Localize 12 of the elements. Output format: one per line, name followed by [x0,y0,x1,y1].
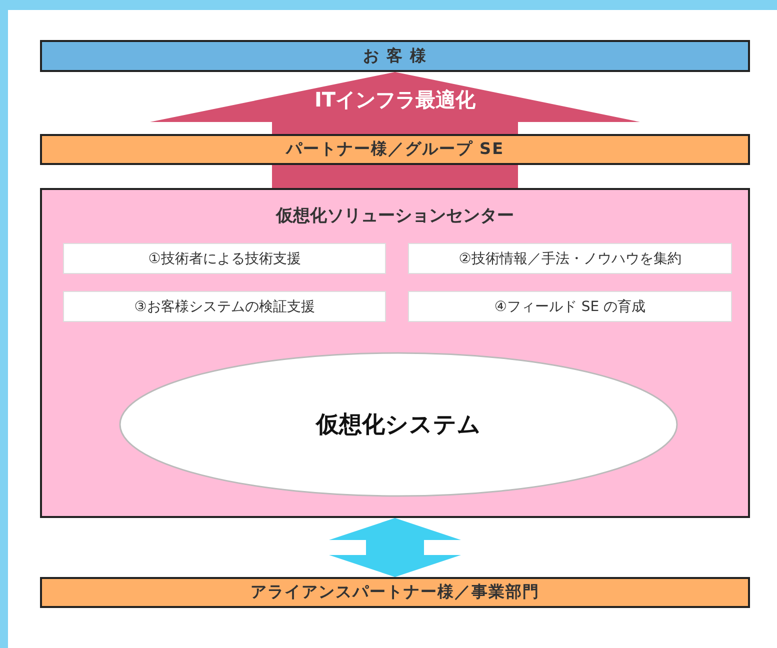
service-box: ②技術情報／手法・ノウハウを集約 [408,243,732,274]
partner-bar: パートナー様／グループ SE [40,134,750,165]
block-arrow [329,518,461,577]
service-box: ④フィールド SE の育成 [408,291,732,322]
center-panel [40,188,750,518]
service-box: ③お客様システムの検証支援 [63,291,386,322]
system-ellipse: 仮想化システム [119,352,678,497]
arrow-label: ITインフラ最適化 [314,86,476,113]
service-box: ①技術者による技術支援 [63,243,386,274]
alliance-bar: アライアンスパートナー様／事業部門 [40,577,750,608]
customer-bar: お 客 様 [40,40,750,72]
panel-heading: 仮想化ソリューションセンター [274,205,515,227]
